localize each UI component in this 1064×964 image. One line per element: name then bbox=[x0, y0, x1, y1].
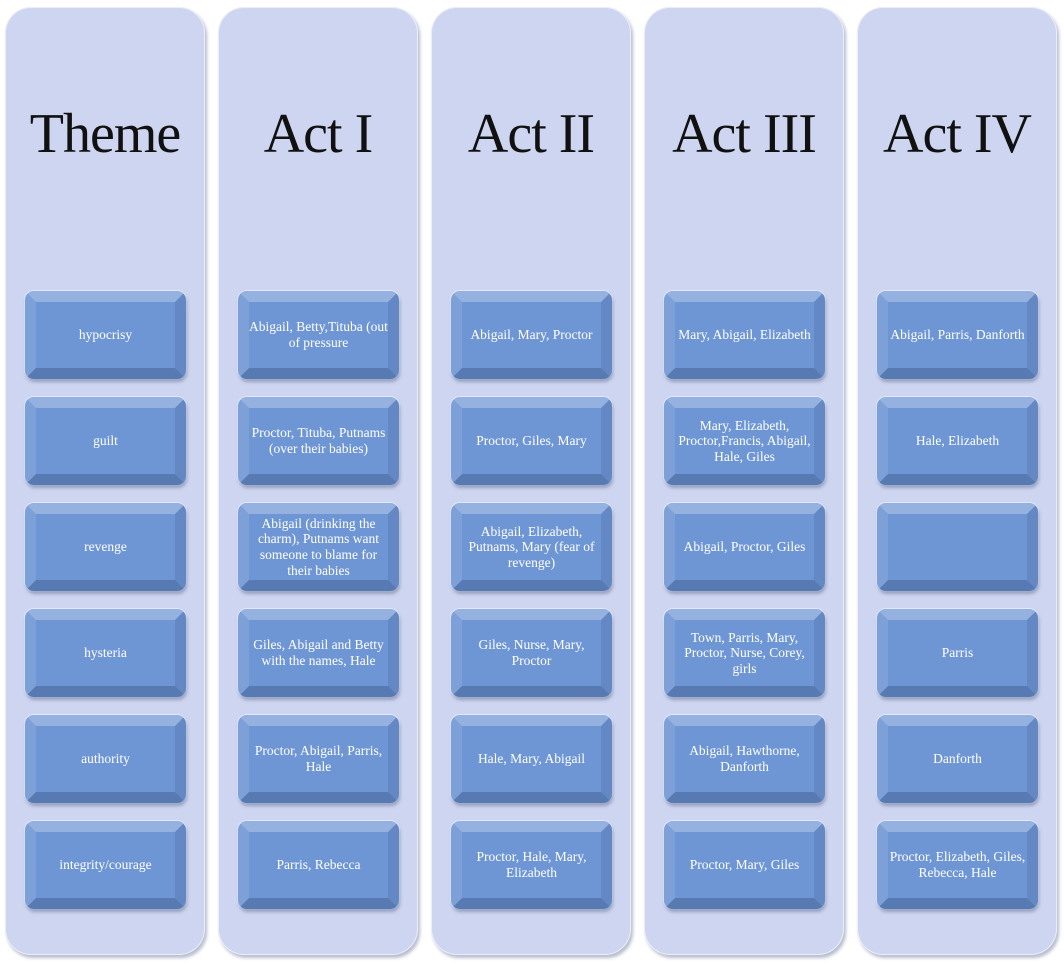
cell: Giles, Nurse, Mary, Proctor bbox=[451, 609, 612, 697]
cell-text: Proctor, Hale, Mary, Elizabeth bbox=[476, 849, 587, 880]
cell: revenge bbox=[25, 503, 186, 591]
cell-text: Abigail, Betty,Tituba (out of pressure bbox=[249, 319, 388, 350]
cell-text: Mary, Elizabeth, Proctor,Francis, Abigai… bbox=[678, 417, 811, 464]
cell: Proctor, Abigail, Parris, Hale bbox=[238, 715, 399, 803]
column-title: Act I bbox=[263, 103, 374, 165]
cell: Abigail, Parris, Danforth bbox=[877, 291, 1038, 379]
cell: Proctor, Elizabeth, Giles, Rebecca, Hale bbox=[877, 821, 1038, 909]
cell-text: Proctor, Tituba, Putnams (over their bab… bbox=[251, 425, 386, 456]
cell-text: Hale, Elizabeth bbox=[915, 433, 1000, 449]
cell: Abigail, Hawthorne, Danforth bbox=[664, 715, 825, 803]
cell-text: Giles, Nurse, Mary, Proctor bbox=[478, 637, 585, 668]
cell: authority bbox=[25, 715, 186, 803]
cell-text: Abigail, Mary, Proctor bbox=[470, 327, 593, 343]
cell-text: guilt bbox=[93, 433, 118, 449]
cell-text: Proctor, Giles, Mary bbox=[476, 433, 587, 449]
cell-text: Mary, Abigail, Elizabeth bbox=[678, 327, 811, 343]
cell-text: Proctor, Mary, Giles bbox=[689, 857, 800, 873]
cell: guilt bbox=[25, 397, 186, 485]
cell-text: revenge bbox=[84, 539, 127, 555]
cell-text: Giles, Abigail and Betty with the names,… bbox=[253, 637, 384, 668]
cell-text: Abigail (drinking the charm), Putnams wa… bbox=[257, 515, 380, 578]
cell: hypocrisy bbox=[25, 291, 186, 379]
cell: Town, Parris, Mary, Proctor, Nurse, Core… bbox=[664, 609, 825, 697]
cell: Abigail, Betty,Tituba (out of pressure bbox=[238, 291, 399, 379]
column-theme: Theme hypocrisy guilt revenge hysteria autho… bbox=[5, 7, 205, 955]
cell: Abigail, Mary, Proctor bbox=[451, 291, 612, 379]
cell-text: hysteria bbox=[84, 645, 127, 661]
cell: Mary, Elizabeth, Proctor,Francis, Abigai… bbox=[664, 397, 825, 485]
cell: Hale, Mary, Abigail bbox=[451, 715, 612, 803]
cell: Proctor, Tituba, Putnams (over their bab… bbox=[238, 397, 399, 485]
cell-text: Proctor, Elizabeth, Giles, Rebecca, Hale bbox=[889, 849, 1026, 880]
cell: hysteria bbox=[25, 609, 186, 697]
cell-text: Parris, Rebecca bbox=[276, 857, 361, 873]
cell-text: authority bbox=[81, 751, 130, 767]
cell: Hale, Elizabeth bbox=[877, 397, 1038, 485]
cell-text: hypocrisy bbox=[78, 327, 133, 343]
cell: Danforth bbox=[877, 715, 1038, 803]
cell: Parris, Rebecca bbox=[238, 821, 399, 909]
column-act-i: Act I Abigail, Betty,Tituba (out of pres… bbox=[218, 7, 418, 955]
cell: Parris bbox=[877, 609, 1038, 697]
cell-text: Abigail, Parris, Danforth bbox=[890, 327, 1025, 343]
column-title: Act II bbox=[467, 103, 595, 165]
cell: Proctor, Mary, Giles bbox=[664, 821, 825, 909]
cell-text: Danforth bbox=[933, 751, 982, 767]
column-title: Act III bbox=[672, 103, 817, 165]
cell bbox=[877, 503, 1038, 591]
cell: Abigail, Elizabeth, Putnams, Mary (fear … bbox=[451, 503, 612, 591]
cell-text: Hale, Mary, Abigail bbox=[477, 751, 586, 767]
cell: Abigail (drinking the charm), Putnams wa… bbox=[238, 503, 399, 591]
cell: Abigail, Proctor, Giles bbox=[664, 503, 825, 591]
cell: integrity/courage bbox=[25, 821, 186, 909]
cell-text: Abigail, Hawthorne, Danforth bbox=[689, 743, 800, 774]
cell: Proctor, Hale, Mary, Elizabeth bbox=[451, 821, 612, 909]
cell-text: Town, Parris, Mary, Proctor, Nurse, Core… bbox=[684, 629, 805, 676]
cell-list: hypocrisy guilt revenge hysteria authority in… bbox=[25, 291, 186, 909]
cell: Giles, Abigail and Betty with the names,… bbox=[238, 609, 399, 697]
cell-text: Abigail, Elizabeth, Putnams, Mary (fear … bbox=[468, 523, 595, 570]
cell-text: Proctor, Abigail, Parris, Hale bbox=[254, 743, 383, 774]
cell-text: Parris bbox=[941, 645, 974, 661]
cell-text: Abigail, Proctor, Giles bbox=[683, 539, 806, 555]
cell-text: integrity/courage bbox=[59, 857, 152, 873]
cell: Mary, Abigail, Elizabeth bbox=[664, 291, 825, 379]
column-title: Theme bbox=[29, 103, 181, 165]
cell: Proctor, Giles, Mary bbox=[451, 397, 612, 485]
column-title: Act IV bbox=[883, 103, 1032, 165]
